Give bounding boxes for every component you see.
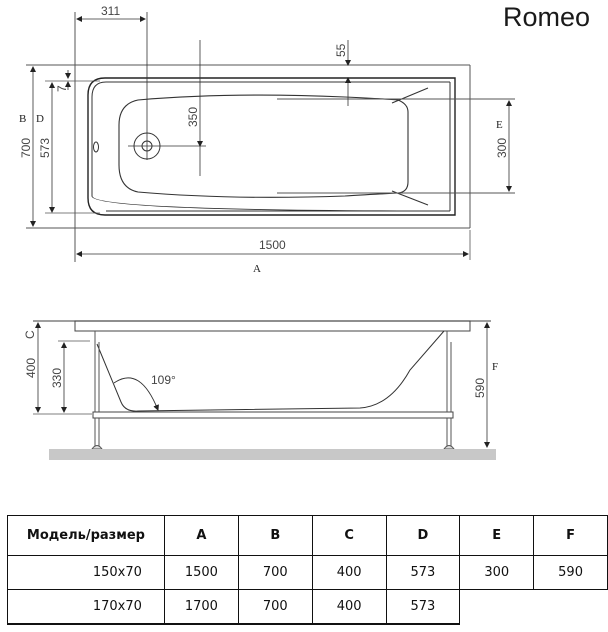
dim-1500: 1500 [259,238,286,252]
dim-angle: 109° [151,373,176,387]
cell-E: 300 [459,555,535,590]
technical-drawing: 311 55 350 7 B D 700 573 E 300 1500 A [19,4,515,460]
floor [49,449,496,460]
top-view [26,12,515,262]
dim-311: 311 [101,4,120,18]
cell-C: 400 [311,555,387,590]
dimension-table: Модель/размер A B C D E F 150x70 1500 70… [7,515,608,625]
cell-F-empty [534,590,608,625]
header-model: Модель/размер [7,515,165,556]
cell-D: 573 [385,589,461,625]
dim-573: 573 [38,138,52,158]
cell-A: 1500 [163,555,239,590]
cell-D: 573 [385,555,461,590]
label-D: D [36,113,44,125]
header-D: D [385,515,461,556]
dim-55: 55 [334,43,348,57]
cell-B: 700 [237,555,313,590]
cell-model: 170x70 [7,589,165,625]
label-E: E [496,119,503,131]
cell-F: 590 [533,555,608,590]
side-view [33,320,491,450]
header-B: B [237,515,313,556]
label-F: F [492,361,498,373]
dim-7: 7 [55,85,69,92]
table-row: 170x70 1700 700 400 573 [7,589,608,625]
dim-400: 400 [24,358,38,378]
header-C: C [311,515,387,556]
header-F: F [533,515,608,556]
dim-300: 300 [495,138,509,158]
cell-E-empty [459,589,534,624]
dim-700: 700 [19,138,33,158]
dim-330: 330 [50,368,64,388]
label-B: B [19,113,26,125]
cell-model: 150x70 [7,555,165,590]
dim-590: 590 [473,378,487,398]
cell-B: 700 [237,589,313,625]
header-A: A [163,515,239,556]
table-row: 150x70 1500 700 400 573 300 590 [7,555,608,590]
table-header-row: Модель/размер A B C D E F [7,515,608,556]
model-title: Romeo [503,2,591,32]
label-C: C [23,330,37,339]
label-A: A [253,263,261,275]
cell-A: 1700 [163,589,239,625]
header-E: E [459,515,535,556]
dim-350: 350 [186,107,200,127]
cell-C: 400 [311,589,387,625]
